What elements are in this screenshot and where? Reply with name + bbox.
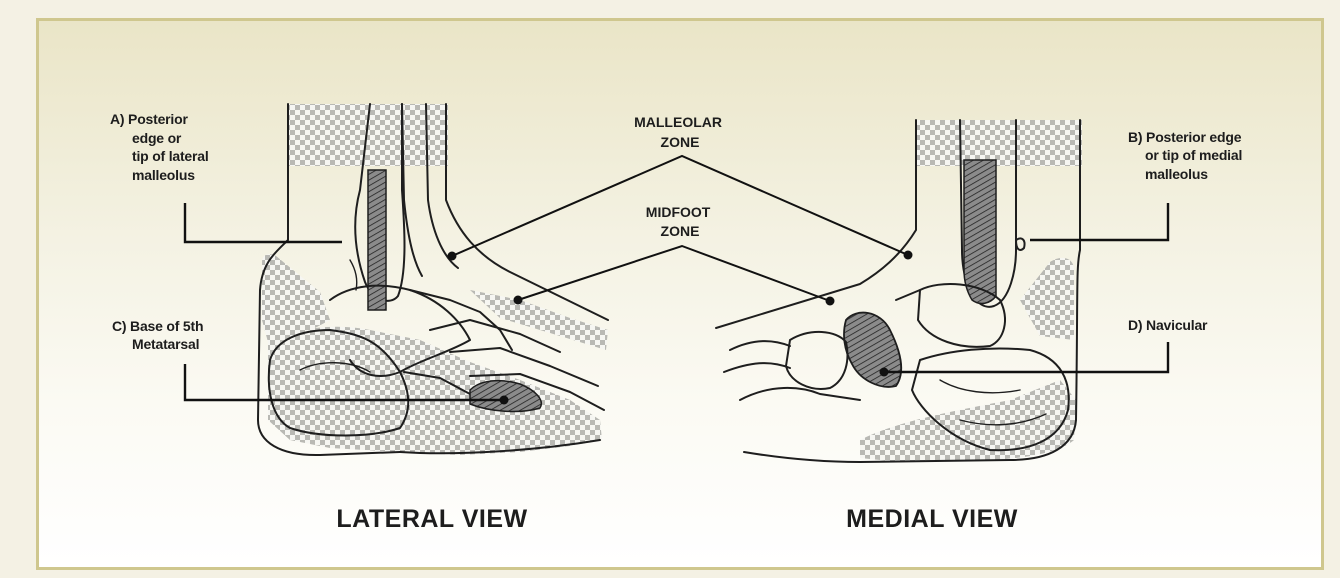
medial-upper-checker-zone	[916, 120, 1082, 166]
medial-view-title: MEDIAL VIEW	[846, 505, 1018, 533]
label-a: A) Posterior edge or tip of lateral mall…	[110, 111, 212, 183]
lateral-sole-checker-zone	[268, 327, 602, 455]
malleolar-zone-dot-medial	[904, 251, 913, 260]
malleolar-zone-label: MALLEOLAR ZONE	[634, 114, 726, 150]
leader-dot-c	[500, 396, 509, 405]
medial-malleolus-highlight	[964, 160, 996, 303]
label-c: C) Base of 5th Metatarsal	[112, 318, 207, 352]
malleolar-zone-dot-lateral	[448, 252, 457, 261]
leader-line-a	[185, 203, 342, 242]
midfoot-zone-dot-medial	[826, 297, 835, 306]
label-d: D) Navicular	[1128, 317, 1208, 333]
medial-foot-illustration	[716, 120, 1082, 462]
navicular-highlight	[844, 313, 901, 387]
lateral-forefoot-checker-zone	[470, 290, 608, 350]
leader-line-b	[1030, 203, 1168, 240]
label-b: B) Posterior edge or tip of medial malle…	[1128, 129, 1246, 182]
lateral-foot-illustration	[258, 104, 608, 455]
lateral-malleolus-highlight	[368, 170, 386, 310]
midfoot-zone-label: MIDFOOT ZONE	[646, 204, 714, 239]
leader-dot-d	[880, 368, 889, 377]
midfoot-zone-dot-lateral	[514, 296, 523, 305]
medial-sole-checker-zone	[860, 380, 1076, 462]
medial-heel-checker-zone	[1020, 258, 1074, 340]
lateral-view-title: LATERAL VIEW	[336, 505, 527, 533]
